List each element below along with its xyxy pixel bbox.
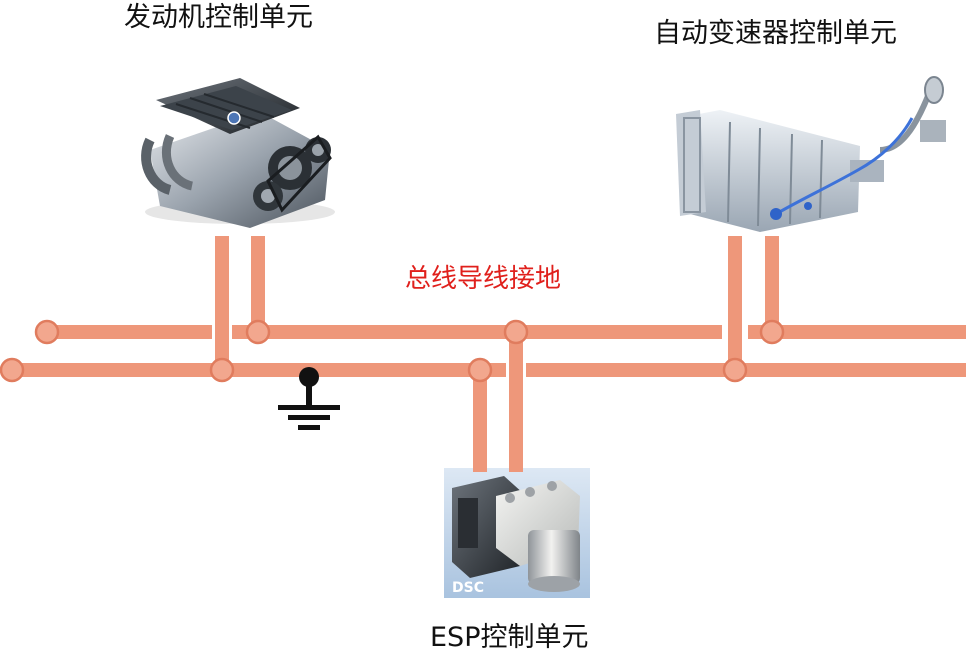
junction-node (245, 319, 271, 345)
bus-junctions (0, 319, 785, 383)
junction-node (209, 357, 235, 383)
dsc-badge: DSC (452, 580, 484, 596)
bus-wiring (12, 236, 966, 472)
engine-control-unit-label: 发动机控制单元 (124, 2, 313, 33)
junction-node (722, 357, 748, 383)
junction-node (34, 319, 60, 345)
junction-node (503, 319, 529, 345)
engine-image (141, 78, 335, 228)
esp-control-unit-label: ESP控制单元 (430, 622, 589, 653)
bus-ground-label: 总线导线接地 (405, 264, 562, 294)
junction-node (467, 357, 493, 383)
junction-node (0, 357, 25, 383)
ground-symbol-icon (278, 367, 340, 430)
transmission-image (676, 76, 946, 232)
transmission-control-unit-label: 自动变速器控制单元 (654, 18, 897, 49)
junction-node (759, 319, 785, 345)
esp-image: DSC (444, 468, 590, 598)
